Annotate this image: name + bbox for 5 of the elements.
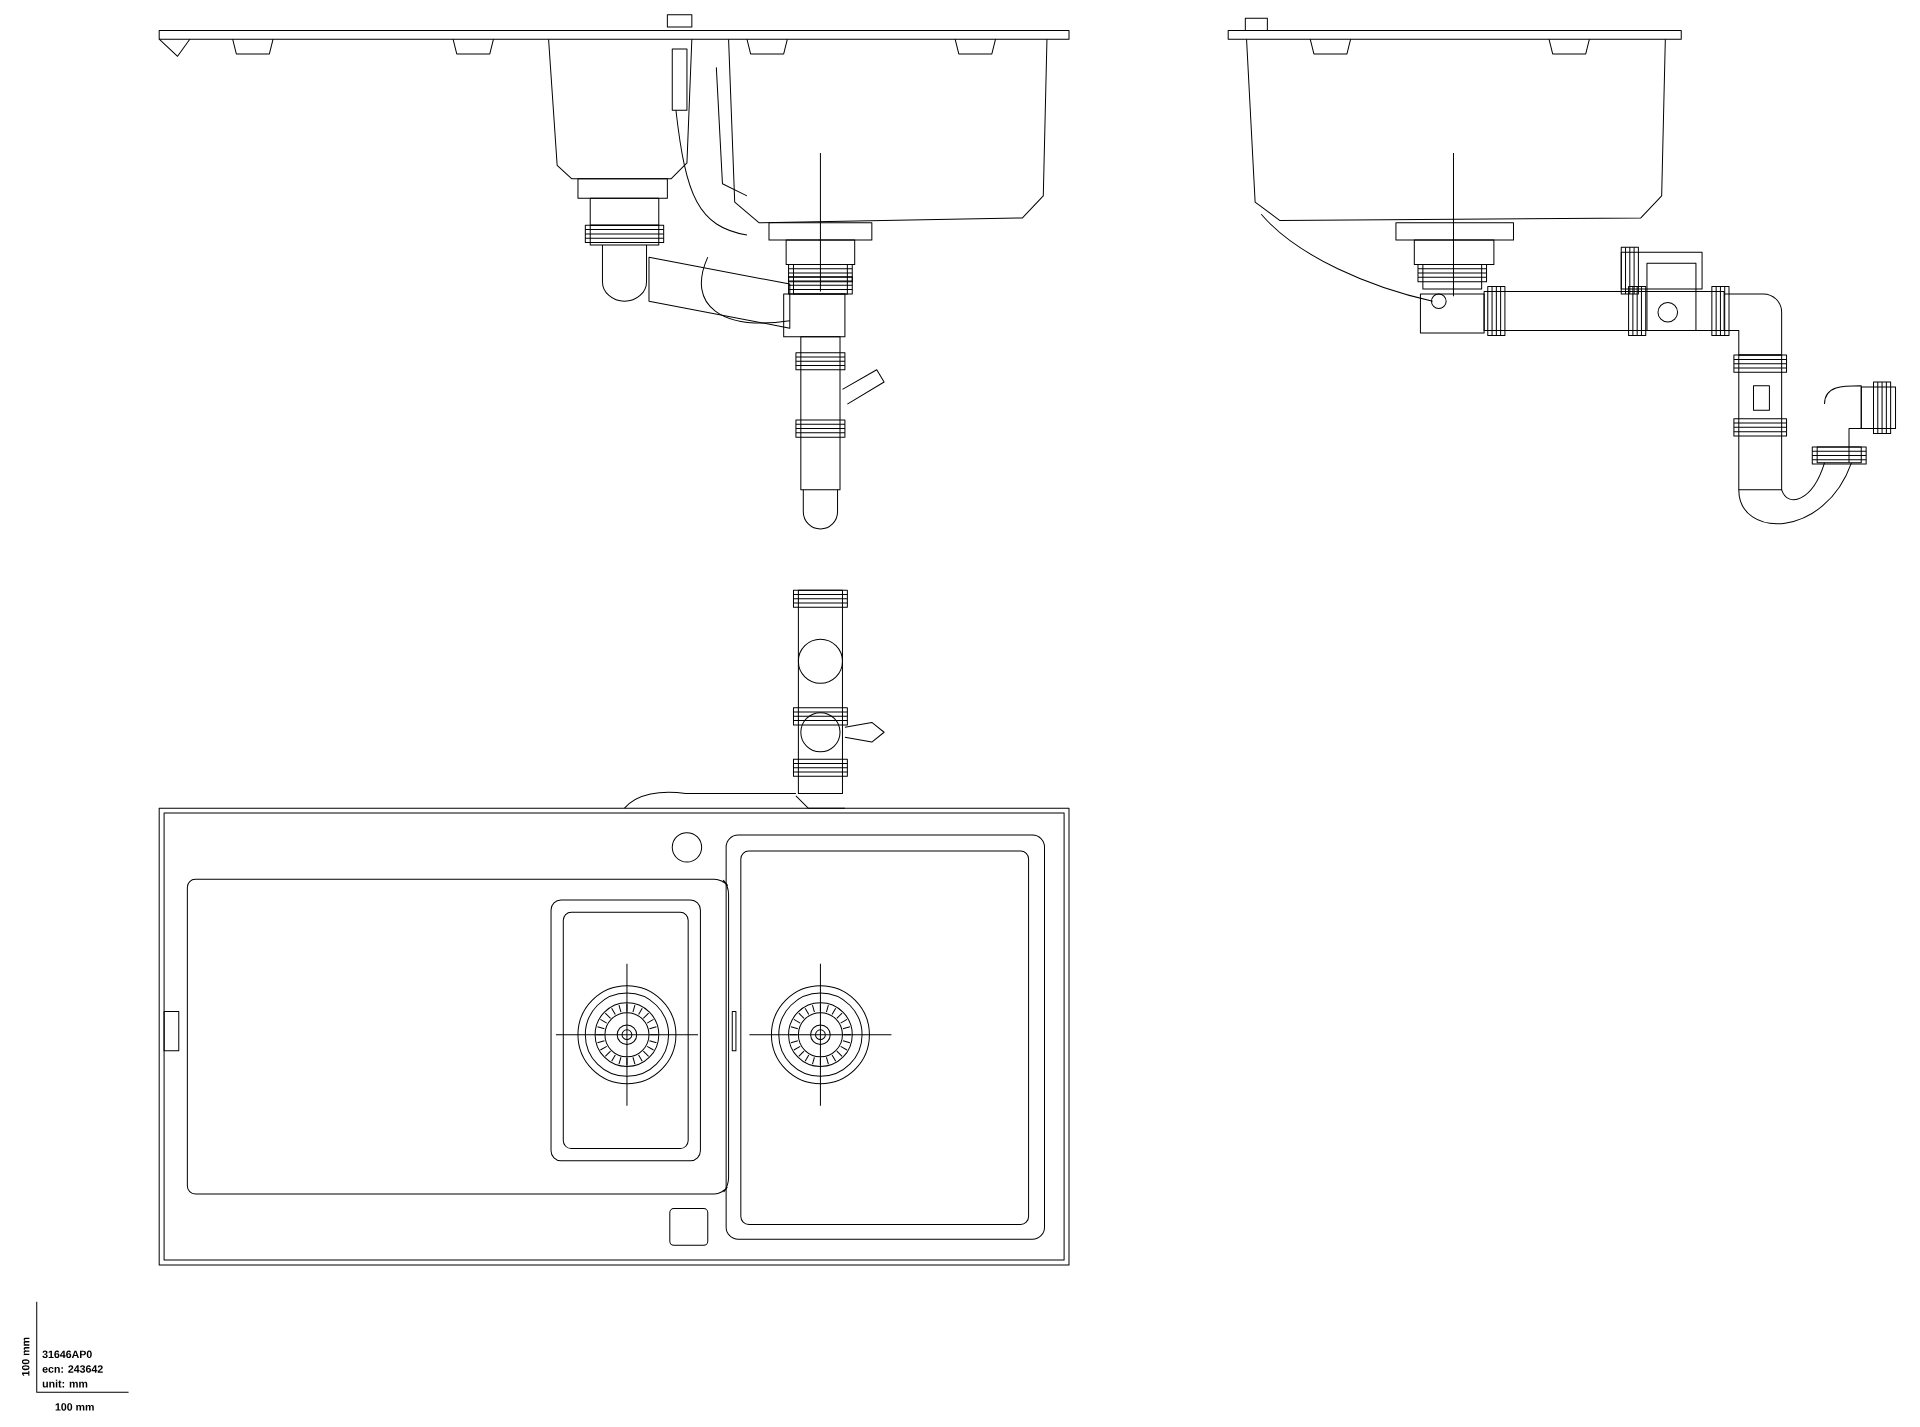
- note-text: unit: mm: [42, 1380, 88, 1388]
- dimension-label: 100 mm: [55, 1403, 94, 1411]
- note-text: ecn: 243642: [42, 1365, 103, 1373]
- dimension-label: 100 mm: [21, 1337, 30, 1377]
- note-text: 31646AP0: [42, 1350, 92, 1359]
